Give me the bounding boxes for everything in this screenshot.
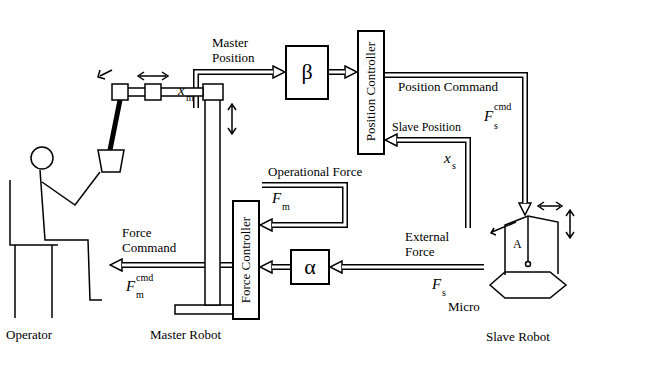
motion-arrow — [566, 210, 574, 238]
legs — [505, 216, 558, 275]
connector-core — [272, 266, 290, 269]
arm-joint — [145, 84, 161, 100]
figure-label: Micro — [448, 300, 480, 315]
gain-box: β — [285, 45, 329, 100]
subscript: m — [136, 289, 144, 301]
column — [205, 92, 220, 305]
external-force-arrow — [342, 264, 484, 270]
motion-arrow — [538, 202, 562, 210]
slave-position-arrow — [397, 140, 468, 228]
body — [40, 170, 102, 300]
hexagon-base — [490, 272, 566, 298]
subscript: m — [186, 92, 194, 104]
controller-box: Force Controller — [232, 200, 260, 320]
figure-label: Operator — [6, 328, 52, 343]
external-force-arrow — [342, 266, 484, 269]
motion-arrow — [228, 104, 236, 134]
connector-outline — [329, 69, 345, 75]
superscript: cmd — [494, 101, 511, 113]
operator-figure — [10, 147, 102, 318]
motion-arrow — [138, 72, 168, 80]
wrist-joint — [112, 84, 128, 100]
gain-symbol: β — [301, 60, 312, 84]
tool-point — [526, 262, 531, 267]
link — [110, 100, 120, 150]
column-joint — [203, 84, 223, 100]
signal-name: External Force — [405, 230, 467, 260]
motion-arrow — [491, 222, 516, 235]
motion-arrow — [98, 70, 112, 79]
slave-position-arrow — [397, 140, 468, 228]
chair — [10, 180, 58, 318]
master-robot-figure — [98, 70, 245, 314]
superscript: cmd — [136, 272, 153, 284]
signal-connector — [329, 72, 345, 73]
controller-label: Position Controller — [364, 42, 378, 141]
signal-symbol: F — [484, 108, 493, 125]
gain-symbol: α — [304, 255, 316, 279]
signal-connector — [272, 267, 290, 268]
subscript: m — [282, 201, 290, 213]
figure-label: Master Robot — [150, 328, 221, 343]
center-rod — [527, 216, 529, 262]
signal-symbol: x — [444, 150, 451, 167]
gain-box: α — [290, 249, 330, 285]
external-force-arrow — [342, 267, 484, 268]
signal-symbol: x — [178, 82, 185, 99]
controller-box: Position Controller — [357, 30, 385, 155]
handle — [98, 150, 124, 172]
signal-name: Slave Position — [392, 121, 461, 135]
signal-symbol: F — [272, 190, 281, 207]
point-label: A — [513, 238, 522, 252]
signal-symbol: F — [432, 276, 441, 293]
slave-robot-figure — [490, 202, 574, 298]
subscript: s — [494, 120, 498, 132]
signal-name: Position Command — [398, 80, 498, 95]
head — [31, 147, 53, 169]
controller-label: Force Controller — [239, 217, 253, 303]
operational-force-arrow — [262, 185, 345, 225]
signal-symbol: F — [126, 278, 135, 295]
operational-force-arrow — [262, 185, 345, 225]
subscript: s — [452, 160, 456, 172]
signal-name: Force Command — [122, 226, 194, 256]
arm — [42, 172, 100, 205]
connector-core — [329, 71, 345, 74]
signal-name: Master Position — [212, 36, 272, 66]
figure-label: Slave Robot — [486, 330, 550, 345]
signal-name: Operational Force — [268, 165, 362, 180]
operational-force-arrow — [262, 185, 345, 225]
subscript: s — [442, 287, 446, 299]
connector-outline — [272, 264, 290, 270]
slave-position-arrow — [397, 140, 468, 228]
